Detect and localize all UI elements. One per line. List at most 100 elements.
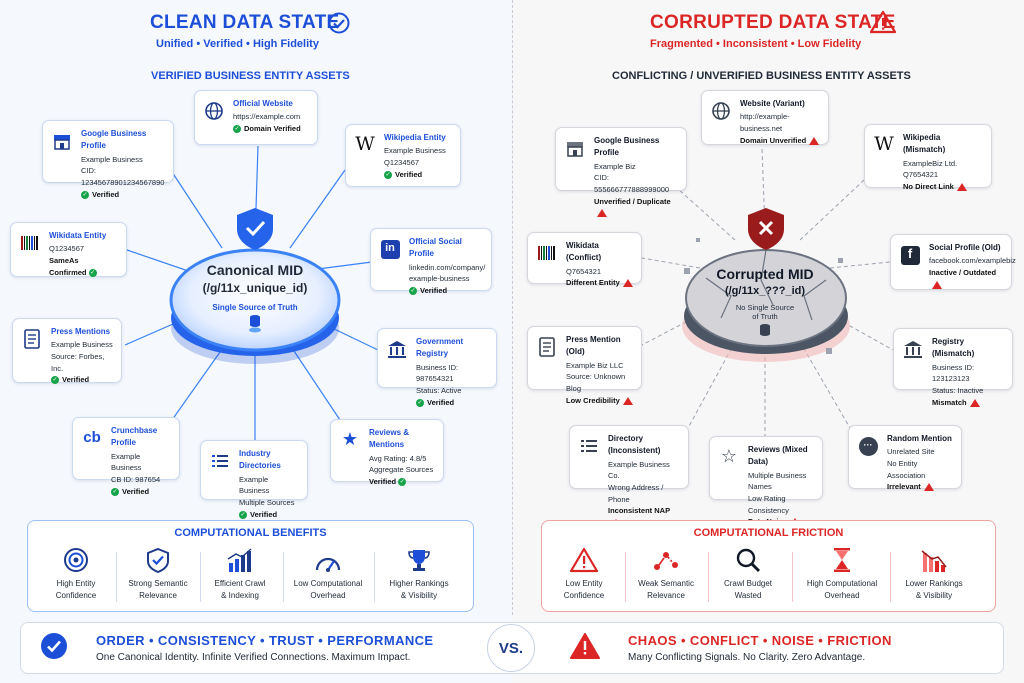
list-icon: [578, 435, 600, 457]
card-status: No Direct Link: [903, 182, 954, 192]
canonical-hub-graphic: [169, 208, 341, 364]
clean-section-title: VERIFIED BUSINESS ENTITY ASSETS: [151, 70, 350, 82]
card-title: Directory (Inconsistent): [608, 434, 661, 456]
center-divider: [512, 0, 513, 615]
corrupt-tagline: CHAOS • CONFLICT • NOISE • FRICTION: [628, 633, 892, 648]
card-line: Multiple Business Names: [748, 470, 807, 492]
document-icon: [21, 328, 43, 350]
card-line: http://example-business.net: [740, 112, 790, 134]
card-line: https://example.com: [233, 112, 301, 122]
card-status: Verified: [122, 486, 150, 496]
card-line: Example Business: [384, 146, 446, 156]
card-title: Wikidata (Conflict): [566, 241, 602, 263]
card-line: Example Business: [81, 154, 143, 164]
clean-subtitle: Unified • Verified • High Fidelity: [156, 38, 319, 50]
storefront-icon: [51, 130, 73, 152]
corrupt-hub-title: Corrupted MID: [716, 266, 814, 282]
storefront-icon: [564, 137, 586, 159]
card-line: No Entity Association: [887, 459, 926, 480]
warning-icon: [597, 209, 607, 218]
government-icon: [902, 338, 924, 360]
card-line: Example Biz LLC: [566, 360, 624, 370]
clean-tagline-sub: One Canonical Identity. Infinite Verifie…: [96, 652, 411, 663]
bar-chart-icon: [196, 545, 284, 573]
card-line: Q7654321: [903, 170, 939, 180]
card-status: Low Credibility: [566, 395, 620, 405]
magnifier-icon: [704, 545, 792, 573]
card-status: SameAs Confirmed: [49, 256, 87, 277]
benefit-higher-rankings: Higher Rankings & Visibility: [375, 545, 463, 601]
hourglass-icon: [798, 545, 886, 573]
friction-lower-rankings: Lower Rankings & Visibility: [890, 545, 978, 601]
card-crunchbase-profile: cb Crunchbase Profile Example Business C…: [72, 417, 180, 496]
barcode-icon: [536, 242, 558, 264]
card-line: Q7654321: [566, 266, 602, 276]
card-line: Example Business: [239, 474, 270, 496]
list-icon: [209, 450, 231, 472]
wikipedia-icon: W: [874, 133, 894, 156]
corrupt-section-title: CONFLICTING / UNVERIFIED BUSINESS ENTITY…: [612, 70, 911, 82]
card-title: Industry Directories: [239, 449, 281, 471]
card-google-business-profile-dup: Google Business Profile Example Biz CID:…: [555, 127, 687, 218]
warning-icon: [622, 279, 633, 288]
card-line: Business ID: 987654321: [416, 362, 459, 384]
separator: [200, 552, 201, 602]
friction-line2: & Visibility: [915, 590, 953, 600]
separator: [374, 552, 375, 602]
card-title: Google Business Profile: [81, 129, 147, 151]
card-line: Status: Inactive: [932, 386, 984, 396]
card-status: Verified: [250, 509, 278, 519]
friction-line1: Lower Rankings: [905, 579, 963, 588]
card-status: Verified: [427, 397, 455, 407]
card-title: Reviews & Mentions: [369, 428, 410, 450]
friction-line2: Relevance: [647, 590, 685, 600]
card-status: Verified: [92, 189, 120, 199]
card-title: Social Profile (Old): [929, 243, 1001, 252]
card-title: Press Mention (Old): [566, 335, 621, 357]
check-circle-icon: [328, 12, 350, 34]
benefit-line2: & Visibility: [400, 590, 438, 600]
card-title: Wikidata Entity: [49, 231, 107, 240]
database-icon: [760, 324, 770, 336]
corrupt-hub-id: (/g/11x_???_id): [724, 285, 806, 297]
card-line: Wrong Address / Phone: [608, 483, 664, 504]
friction-title: COMPUTATIONAL FRICTION: [693, 527, 844, 539]
card-random-mention: ··· Random Mention Unrelated Site No Ent…: [848, 425, 962, 492]
globe-icon: [203, 100, 225, 122]
benefit-line1: Higher Rankings: [389, 579, 449, 588]
card-wikidata-entity: Wikidata Entity Q1234567 SameAs Confirme…: [10, 222, 127, 277]
card-line: CB ID: 987654: [111, 475, 161, 485]
card-reviews-mentions: ★ Reviews & Mentions Avg Rating: 4.8/5 A…: [330, 419, 444, 487]
card-line: CID: 12345678901234567890: [81, 166, 165, 188]
separator: [792, 552, 793, 602]
benefit-line1: Strong Semantic: [128, 579, 188, 588]
card-title: Crunchbase Profile: [111, 426, 158, 448]
card-line: example-business: [409, 274, 470, 284]
card-directory-inconsistent: Directory (Inconsistent) Example Busines…: [569, 425, 689, 527]
globe-icon: [710, 100, 732, 122]
card-status: Verified: [395, 169, 423, 179]
card-line: CID: 555666777888999000: [594, 173, 670, 195]
card-line: Aggregate Sources: [369, 465, 434, 475]
card-line: Business ID: 123123123: [932, 362, 975, 384]
friction-line1: Weak Semantic: [638, 579, 694, 588]
check-circle-icon: [41, 633, 67, 659]
corrupt-tagline-sub: Many Conflicting Signals. No Clarity. Ze…: [628, 652, 866, 663]
government-icon: [386, 338, 408, 360]
card-official-social-profile: in Official Social Profile linkedin.com/…: [370, 228, 492, 296]
warning-icon: [809, 136, 820, 145]
separator: [625, 552, 626, 602]
declining-chart-icon: [890, 545, 978, 573]
friction-line2: Overhead: [824, 590, 860, 600]
card-line: Unrelated Site: [887, 447, 935, 457]
corrupted-hub-graphic: [682, 208, 850, 362]
friction-line1: High Computational: [806, 579, 878, 588]
card-status: Inconsistent NAP: [608, 506, 671, 516]
corrupt-title: CORRUPTED DATA STATE: [650, 12, 896, 33]
card-website-variant: Website (Variant) http://example-busines…: [701, 90, 829, 145]
friction-line1: Low Entity: [565, 579, 603, 588]
